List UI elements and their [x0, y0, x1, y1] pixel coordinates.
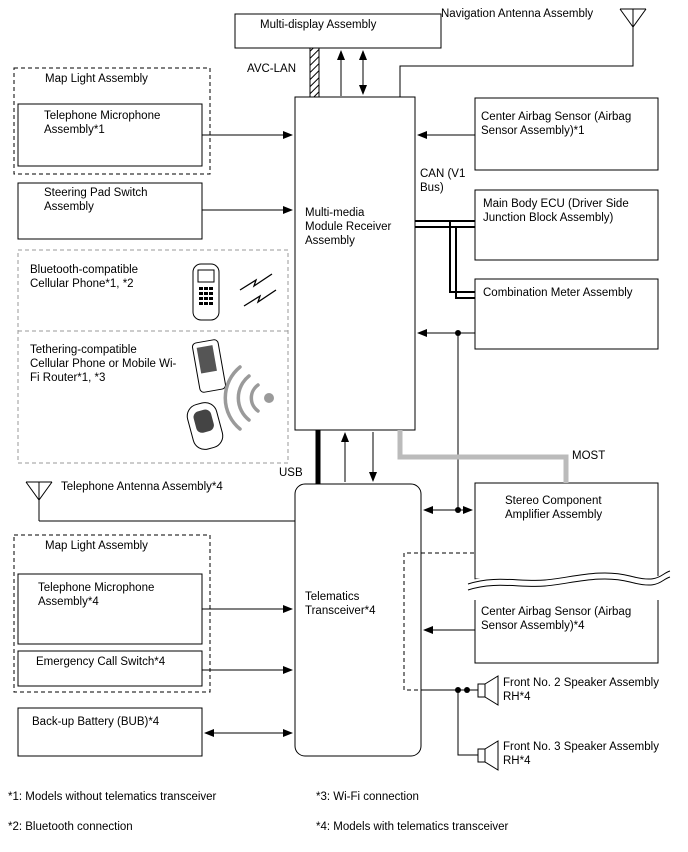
multi-display-box	[234, 13, 442, 49]
footnote-3: *3: Wi-Fi connection	[316, 791, 419, 803]
center-airbag-1-label: Center Airbag Sensor (Airbag Sensor Asse…	[481, 111, 632, 137]
stereo-amp-label: Stereo Component Amplifier Assembly	[505, 495, 603, 521]
map-light-1-label: Map Light Assembly	[45, 73, 148, 85]
telematics-label: Telematics Transceiver*4	[305, 591, 376, 617]
combination-meter-label: Combination Meter Assembly	[483, 287, 633, 299]
mobile-wifi-router-icon	[186, 402, 224, 450]
stereo-amp-break	[463, 568, 675, 600]
can-bus	[415, 220, 475, 299]
speaker-icon	[477, 740, 499, 771]
steering-pad-box	[17, 182, 203, 240]
avc-lan-bus	[309, 47, 320, 98]
wifi-signal-icon	[223, 365, 274, 431]
tel-mic-1-label: Telephone Microphone Assembly*1	[44, 110, 161, 136]
telematics-box	[294, 483, 422, 757]
tel-mic-4-label: Telephone Microphone Assembly*4	[38, 582, 155, 608]
phone-group-box	[17, 249, 289, 464]
tel-antenna-icon	[25, 481, 53, 521]
backup-battery-label: Back-up Battery (BUB)*4	[32, 716, 160, 728]
main-body-ecu-box	[474, 189, 659, 261]
tethering-phone-label: Tethering-compatible Cellular Phone or M…	[30, 344, 177, 384]
cellular-phone-icon	[192, 263, 220, 321]
map-light-1-box	[13, 67, 211, 175]
combination-meter-box	[474, 278, 659, 350]
front-speaker-2-label: Front No. 2 Speaker Assembly RH*4	[503, 677, 659, 703]
tel-mic-1-box	[17, 103, 203, 167]
main-body-ecu-label: Main Body ECU (Driver Side Junction Bloc…	[483, 198, 629, 224]
center-airbag-4-label: Center Airbag Sensor (Airbag Sensor Asse…	[481, 606, 632, 632]
nav-antenna-label: Navigation Antenna Assembly	[441, 8, 594, 20]
stereo-amp-box	[474, 482, 659, 580]
center-airbag-4-box	[474, 596, 659, 664]
tel-mic-4-box	[17, 573, 203, 645]
usb-label: USB	[279, 467, 303, 479]
bluetooth-phone-label: Bluetooth-compatible Cellular Phone*1, *…	[30, 264, 139, 290]
mmr-box	[294, 96, 416, 431]
multi-display-label: Multi-display Assembly	[260, 19, 377, 31]
most-bus	[397, 430, 569, 483]
nav-antenna-icon	[619, 8, 647, 36]
center-airbag-1-box	[474, 97, 659, 171]
can-label: CAN (V1 Bus)	[420, 168, 466, 194]
avc-lan-label: AVC-LAN	[247, 63, 296, 75]
front-speaker-3-label: Front No. 3 Speaker Assembly RH*4	[503, 741, 659, 767]
most-label: MOST	[572, 450, 606, 462]
steering-pad-label: Steering Pad Switch Assembly	[44, 187, 148, 213]
emergency-call-label: Emergency Call Switch*4	[36, 656, 166, 668]
tel-antenna-label: Telephone Antenna Assembly*4	[61, 481, 223, 493]
footnote-1: *1: Models without telematics transceive…	[8, 791, 217, 803]
speaker-icon	[477, 675, 499, 706]
emergency-call-box	[17, 650, 203, 687]
mmr-label: Multi-media Module Receiver Assembly	[305, 207, 392, 247]
smartphone-icon	[191, 339, 227, 393]
map-light-2-box	[13, 534, 211, 693]
backup-battery-box	[17, 707, 203, 757]
footnote-4: *4: Models with telematics transceiver	[316, 821, 509, 833]
wireless-signal-icon	[239, 273, 277, 307]
footnote-2: *2: Bluetooth connection	[8, 821, 133, 833]
map-light-2-label: Map Light Assembly	[45, 540, 148, 552]
